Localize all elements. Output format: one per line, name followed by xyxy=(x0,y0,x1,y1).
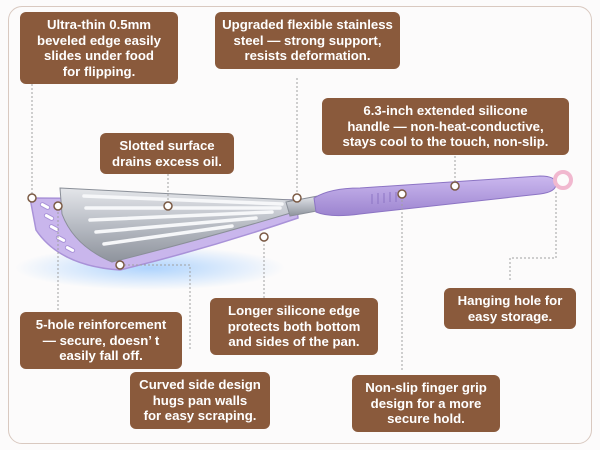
callout-stainless-steel: Upgraded flexible stainless steel — stro… xyxy=(215,12,400,69)
callout-silicone-edge: Longer silicone edge protects both botto… xyxy=(210,298,378,355)
callout-curved-side: Curved side design hugs pan walls for ea… xyxy=(130,372,270,429)
silicone-handle xyxy=(313,170,573,217)
slots xyxy=(82,194,284,246)
border-frame xyxy=(8,6,592,444)
marker-dots xyxy=(27,181,460,270)
marker-dot-icon xyxy=(397,189,407,199)
marker-dot-icon xyxy=(115,260,125,270)
marker-dot-icon xyxy=(27,193,37,203)
marker-dot-icon xyxy=(53,201,63,211)
callout-finger-grip: Non-slip finger grip design for a more s… xyxy=(352,375,500,432)
marker-dot-icon xyxy=(450,181,460,191)
callout-slotted-surface: Slotted surface drains excess oil. xyxy=(100,133,234,174)
marker-dot-icon xyxy=(292,193,302,203)
callout-beveled-edge: Ultra-thin 0.5mm beveled edge easily sli… xyxy=(20,12,178,84)
marker-dot-icon xyxy=(259,232,269,242)
hanging-loop xyxy=(553,170,573,190)
callout-reinforcement: 5-hole reinforcement — secure, doesn’ t … xyxy=(20,312,182,369)
reinforcement-holes xyxy=(39,202,76,253)
callout-silicone-handle: 6.3-inch extended silicone handle — non-… xyxy=(322,98,569,155)
finger-grip xyxy=(371,192,397,204)
leader-lines xyxy=(31,78,557,372)
callout-hanging-hole: Hanging hole for easy storage. xyxy=(444,288,576,329)
marker-dot-icon xyxy=(163,201,173,211)
